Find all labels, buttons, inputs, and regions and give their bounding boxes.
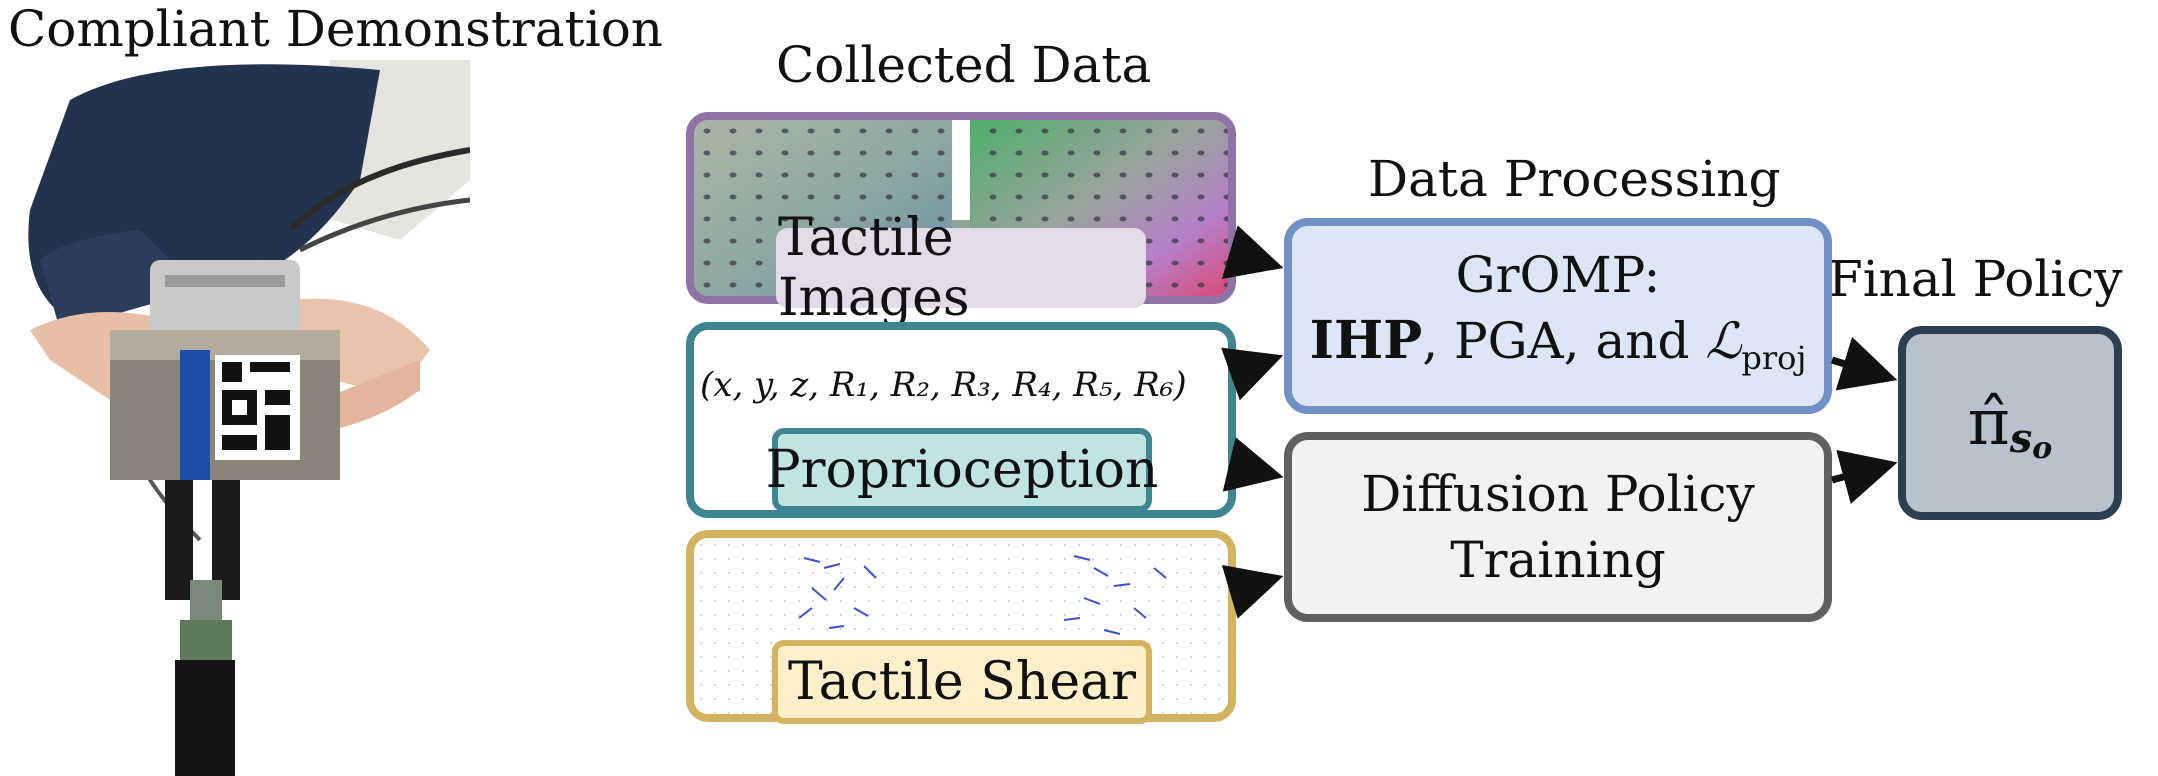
tactile-shear-label: Tactile Shear xyxy=(772,640,1152,724)
arrow-images-to-gromp xyxy=(1221,225,1284,280)
gromp-mid: , PGA, and xyxy=(1422,311,1706,370)
policy-sub: s xyxy=(2009,415,2033,462)
gromp-box: GrOMP: IHP, PGA, and ℒproj xyxy=(1284,218,1832,414)
collected-data-title: Collected Data xyxy=(776,36,1152,94)
arrow-diffusion-to-final xyxy=(1831,449,1898,504)
demonstration-photo xyxy=(0,60,470,776)
arrow-gromp-to-final xyxy=(1830,336,1898,391)
arrow-shear-to-diffusion xyxy=(1221,564,1284,619)
final-policy-title: Final Policy xyxy=(1828,250,2123,308)
policy-symbol: π̂ xyxy=(1967,386,2010,460)
data-processing-title: Data Processing xyxy=(1368,150,1781,208)
tactile-images-label: Tactile Images xyxy=(776,208,1146,328)
left-title: Compliant Demonstration xyxy=(8,0,664,58)
proprioception-label: Proprioception xyxy=(766,428,1158,512)
diffusion-line1: Diffusion Policy xyxy=(1361,465,1755,523)
gromp-line2: IHP, PGA, and ℒproj xyxy=(1310,308,1807,391)
policy-subsub: o xyxy=(2032,431,2053,466)
diffusion-box: Diffusion Policy Training xyxy=(1284,432,1832,622)
gromp-ihp: IHP xyxy=(1309,309,1423,371)
arrow-proprio-to-gromp xyxy=(1221,347,1284,401)
diffusion-line2: Training xyxy=(1450,531,1666,589)
proprioception-vector: (x, y, z, R₁, R₂, R₃, R₄, R₅, R₆) xyxy=(700,365,1187,405)
gromp-loss-symbol: ℒ xyxy=(1705,311,1742,370)
gromp-loss-sub: proj xyxy=(1741,338,1807,377)
gromp-line1: GrOMP: xyxy=(1455,245,1661,304)
arrow-proprio-to-diffusion xyxy=(1222,437,1284,492)
